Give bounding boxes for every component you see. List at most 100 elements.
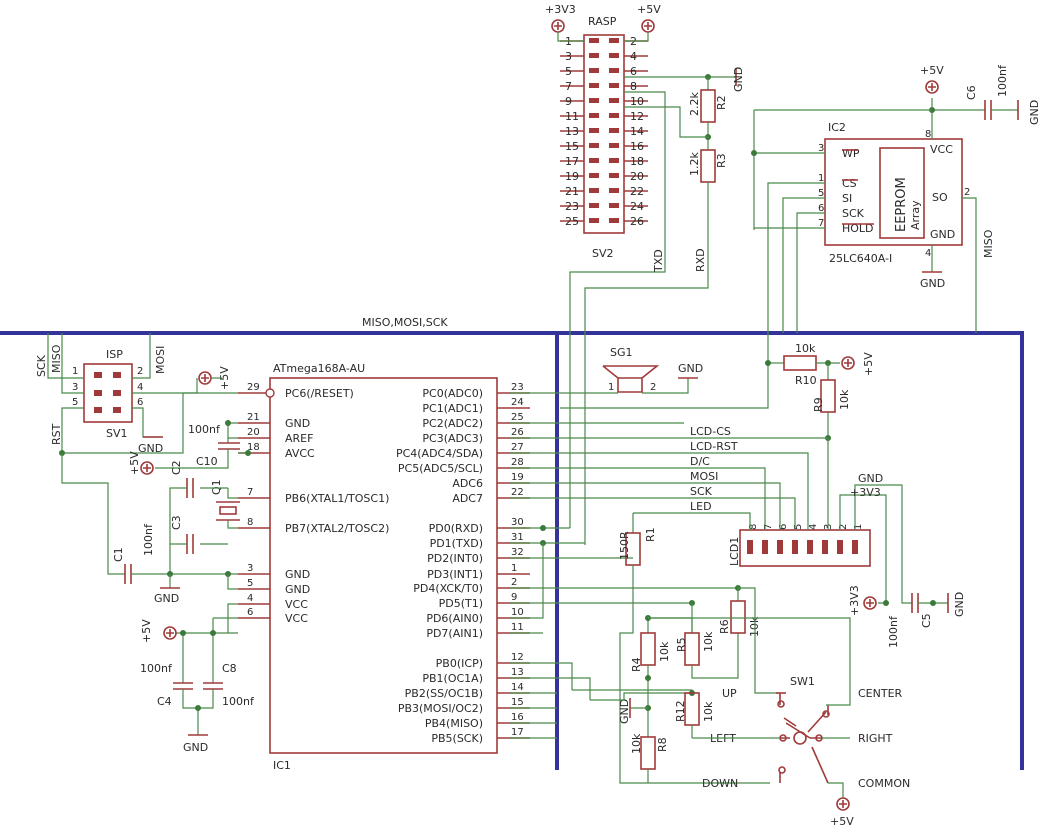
svg-text:GND: GND bbox=[183, 741, 208, 754]
r3-ref: R3 bbox=[715, 153, 728, 168]
svg-text:2: 2 bbox=[650, 382, 656, 393]
mcu-name: ATmega168A-AU bbox=[273, 362, 365, 375]
mcu-pin-num: 13 bbox=[511, 667, 524, 678]
rasp-pin-left: 15 bbox=[565, 140, 579, 153]
lcd-pin-pad bbox=[747, 540, 753, 554]
r2-value: 2.2k bbox=[688, 92, 701, 116]
rasp-pin-right: 26 bbox=[630, 215, 644, 228]
lcd-signal-label: LCD-CS bbox=[690, 425, 731, 438]
isp-mosi: MOSI bbox=[154, 346, 167, 374]
rasp-pin-pad bbox=[589, 113, 599, 118]
eeprom-pin-num: 3 bbox=[818, 143, 824, 154]
mcu-pin-name: PC0(ADC0) bbox=[422, 387, 483, 400]
c10-ref: C10 bbox=[196, 455, 218, 468]
rasp-pin-pad bbox=[589, 188, 599, 193]
mcu-pin-name: ADC6 bbox=[452, 477, 483, 490]
svg-text:6: 6 bbox=[137, 397, 143, 408]
mcu-pin-num: 16 bbox=[511, 712, 524, 723]
rasp-pin-pad bbox=[609, 128, 619, 133]
rxd-label: RXD bbox=[694, 248, 707, 272]
rasp-pin-right: 24 bbox=[630, 200, 644, 213]
lcd-pin-num: 6 bbox=[778, 524, 789, 530]
mcu-pin-name: PD5(T1) bbox=[439, 597, 483, 610]
rasp-pin-left: 17 bbox=[565, 155, 579, 168]
p5v-symbol-rasp: +5V bbox=[624, 3, 661, 42]
mcu-pin-num: 30 bbox=[511, 517, 524, 528]
rasp-pin-right: 6 bbox=[630, 65, 637, 78]
svg-text:2: 2 bbox=[137, 366, 143, 377]
eeprom-part: 25LC640A-I bbox=[829, 252, 892, 265]
mcu-pin-num: 6 bbox=[247, 607, 253, 618]
svg-text:GND: GND bbox=[154, 592, 179, 605]
rasp-pin-right: 18 bbox=[630, 155, 644, 168]
rasp-ref: SV2 bbox=[592, 247, 614, 260]
mcu-pin-num: 18 bbox=[247, 442, 260, 453]
rasp-pin-right: 10 bbox=[630, 95, 644, 108]
lcd-ref: LCD1 bbox=[728, 537, 741, 566]
eeprom-vcc-name: VCC bbox=[930, 143, 953, 156]
svg-text:+5V: +5V bbox=[862, 352, 875, 376]
c10-value: 100nf bbox=[188, 423, 221, 436]
mcu-pin-name: PB6(XTAL1/TOSC1) bbox=[285, 492, 389, 505]
rasp-pin-pad bbox=[589, 173, 599, 178]
mcu-pin-name: AREF bbox=[285, 432, 313, 445]
isp-rst: RST bbox=[50, 423, 63, 445]
mcu-pin-num: 27 bbox=[511, 442, 524, 453]
c5-value: 100nf bbox=[887, 615, 900, 648]
rasp-pin-left: 7 bbox=[565, 80, 572, 93]
r4-ref: R4 bbox=[630, 657, 643, 672]
r4-value: 10k bbox=[658, 641, 671, 662]
mcu-right-wires bbox=[510, 437, 829, 739]
mcu-pin-num: 22 bbox=[511, 487, 524, 498]
mcu-ref: IC1 bbox=[273, 759, 291, 772]
lcd-signal-label: D/C bbox=[690, 455, 710, 468]
mcu-pin-name: PB1(OC1A) bbox=[422, 672, 483, 685]
c4-ref: C4 bbox=[157, 695, 172, 708]
mcu-pin-num: 25 bbox=[511, 412, 524, 423]
keys-section: 150R R1 R4 10k GND 10k R8 R5 10k R12 10k bbox=[572, 513, 910, 828]
mcu-pin-name: PD1(TXD) bbox=[430, 537, 483, 550]
lcd-signal-label: MOSI bbox=[690, 470, 718, 483]
rasp-pin-pad bbox=[589, 203, 599, 208]
rasp-pin-right: 14 bbox=[630, 125, 644, 138]
rasp-pin-pad bbox=[609, 203, 619, 208]
rasp-pin-left: 3 bbox=[565, 50, 572, 63]
r6-ref: R6 bbox=[718, 619, 731, 634]
switch-up: UP bbox=[722, 687, 737, 700]
eeprom-pin-num: 1 bbox=[818, 173, 824, 184]
mcu-pin-num: 31 bbox=[511, 532, 524, 543]
mcu-pin-name: GND bbox=[285, 583, 310, 596]
mcu-pin-name: AVCC bbox=[285, 447, 315, 460]
mcu-pin-name: PB0(ICP) bbox=[436, 657, 483, 670]
eeprom-vcc-num: 8 bbox=[925, 129, 931, 140]
mcu-pin-num: 14 bbox=[511, 682, 524, 693]
mcu-pin-name: PD4(XCK/T0) bbox=[413, 582, 483, 595]
mcu-pin-name: PB2(SS/OC1B) bbox=[405, 687, 483, 700]
mcu-pin-name: PC3(ADC3) bbox=[422, 432, 483, 445]
switch-ref: SW1 bbox=[790, 675, 815, 688]
rasp-pin-pad bbox=[609, 68, 619, 73]
eeprom-pin-name: CS bbox=[842, 177, 857, 190]
mcu-pin-name: PB7(XTAL2/TOSC2) bbox=[285, 522, 389, 535]
rasp-pin-left: 25 bbox=[565, 215, 579, 228]
eeprom-pin-num: 5 bbox=[818, 188, 824, 199]
svg-text:GND: GND bbox=[1028, 100, 1041, 125]
rasp-pin-pad bbox=[609, 173, 619, 178]
rasp-pin-pad bbox=[609, 98, 619, 103]
c6-value: 100nf bbox=[996, 64, 1009, 97]
eeprom-pin-name: HOLD bbox=[842, 222, 874, 235]
c6-ref: C6 bbox=[965, 85, 978, 100]
rasp-pin-pad bbox=[609, 143, 619, 148]
mcu-pin-num: 4 bbox=[247, 593, 253, 604]
c4-value: 100nf bbox=[140, 662, 173, 675]
mcu-pin-num: 11 bbox=[511, 622, 524, 633]
svg-text:+5V: +5V bbox=[830, 815, 854, 828]
switch-common: COMMON bbox=[858, 777, 910, 790]
svg-text:GND: GND bbox=[953, 592, 966, 617]
mcu-pin-num: 26 bbox=[511, 427, 524, 438]
mcu-pin-num: 17 bbox=[511, 727, 524, 738]
r8-ref: R8 bbox=[656, 737, 669, 752]
rasp-pin-pad bbox=[589, 83, 599, 88]
